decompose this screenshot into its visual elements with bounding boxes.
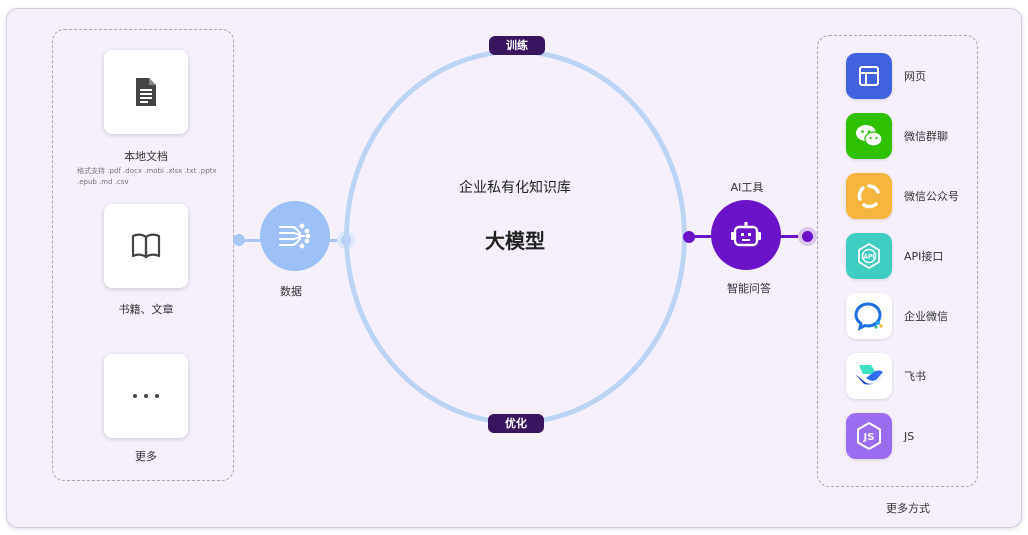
knowledge-base-title: 企业私有化知识库 <box>459 180 571 196</box>
wechat-icon <box>846 113 892 159</box>
robot-icon <box>731 222 761 247</box>
output-dot-inner <box>802 231 813 242</box>
official-account-icon <box>846 173 892 219</box>
data-node <box>260 201 330 271</box>
source-group <box>52 29 234 481</box>
output-group <box>817 35 978 487</box>
training-badge: 训练 <box>489 36 545 55</box>
output-item-feishu[interactable]: 飞书 <box>846 353 926 399</box>
output-label-feishu: 飞书 <box>904 370 926 383</box>
document-icon <box>136 78 156 106</box>
data-flow-icon <box>279 223 311 249</box>
output-label-wecom: 企业微信 <box>904 310 948 323</box>
data-node-label: 数据 <box>280 285 302 298</box>
nodejs-icon: JS <box>846 413 892 459</box>
output-item-official-account[interactable]: 微信公众号 <box>846 173 959 219</box>
output-item-js[interactable]: JS JS <box>846 413 915 459</box>
feishu-icon <box>846 353 892 399</box>
output-item-api[interactable]: API API接口 <box>846 233 944 279</box>
svg-text:JS: JS <box>863 432 875 443</box>
smart-qa-label: 智能问答 <box>727 282 771 295</box>
output-label-api: API接口 <box>904 250 944 263</box>
output-item-wechat-group[interactable]: 微信群聊 <box>846 113 948 159</box>
output-item-wecom[interactable]: 企业微信 <box>846 293 948 339</box>
books-articles-card <box>104 204 188 288</box>
optimization-badge: 优化 <box>488 414 544 433</box>
api-icon: API <box>846 233 892 279</box>
book-icon <box>131 233 161 259</box>
ai-tools-label: AI工具 <box>730 181 764 194</box>
local-document-formats: 格式支持 .pdf .docx .mobi .xlsx .txt .pptx .… <box>77 167 217 186</box>
output-label-wechat-group: 微信群聊 <box>904 130 948 143</box>
more-sources-label: 更多 <box>135 450 157 463</box>
output-label-official-account: 微信公众号 <box>904 190 959 203</box>
large-model-title: 大模型 <box>485 229 545 253</box>
more-sources-card[interactable] <box>104 354 188 438</box>
more-icon <box>133 394 159 398</box>
more-outputs-label: 更多方式 <box>886 502 930 515</box>
output-item-webpage[interactable]: 网页 <box>846 53 926 99</box>
local-document-card <box>104 50 188 134</box>
local-document-label: 本地文档 <box>124 150 168 163</box>
output-label-js: JS <box>904 429 915 443</box>
ai-node <box>711 200 781 270</box>
books-articles-label: 书籍、文章 <box>118 303 174 316</box>
output-label-webpage: 网页 <box>904 70 926 83</box>
webpage-icon <box>846 53 892 99</box>
wecom-icon <box>846 293 892 339</box>
data-input-dot <box>233 234 245 246</box>
svg-text:API: API <box>863 254 874 261</box>
circle-right-dot <box>683 231 695 243</box>
